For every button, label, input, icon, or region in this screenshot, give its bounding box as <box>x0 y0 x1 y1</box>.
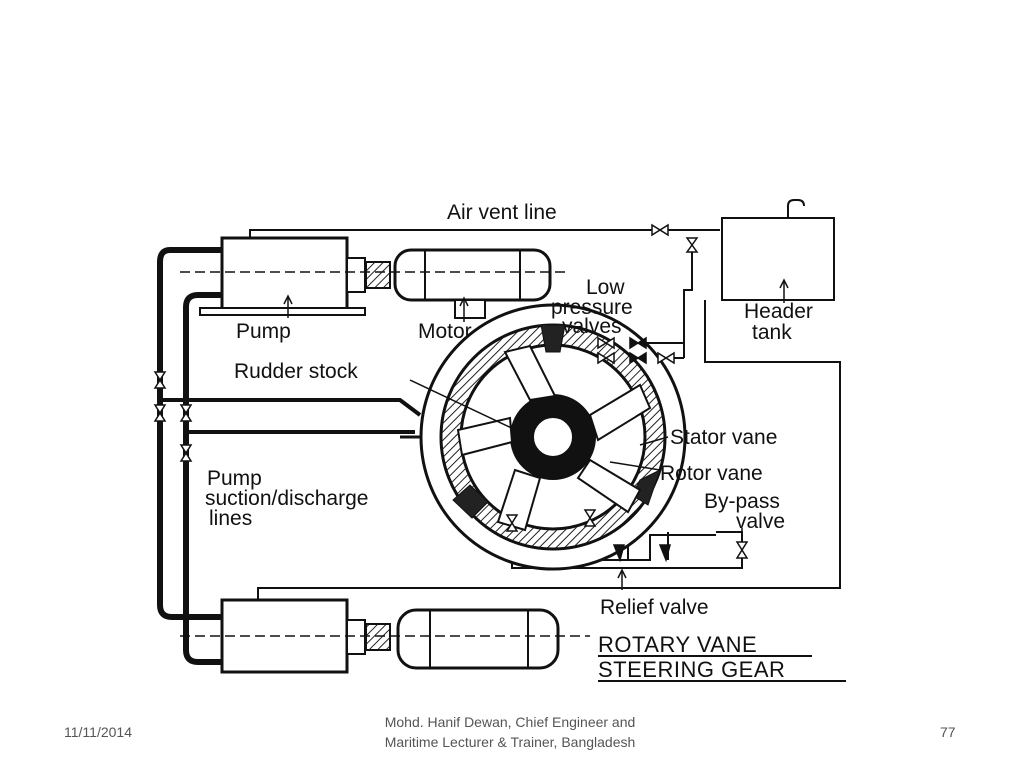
label-rotor-vane: Rotor vane <box>660 462 763 485</box>
label-motor: Motor <box>418 320 472 343</box>
footer-author: Mohd. Hanif Dewan, Chief Engineer and Ma… <box>340 712 680 752</box>
air-vent-valve <box>651 223 669 237</box>
label-bypass-2: valve <box>736 510 785 533</box>
upper-pump <box>220 236 349 312</box>
label-low-pressure-3: valves <box>562 315 622 338</box>
label-pump-lines-1: Pump <box>207 467 262 490</box>
rotary-vane-actuator <box>400 303 687 571</box>
header-feed-valve <box>685 237 699 253</box>
label-air-vent-line: Air vent line <box>447 201 557 224</box>
rotor-vanes <box>456 344 652 532</box>
label-header-tank-1: Header <box>744 300 813 323</box>
footer-author-line-2: Maritime Lecturer & Trainer, Bangladesh <box>384 734 636 750</box>
footer-author-line-1: Mohd. Hanif Dewan, Chief Engineer and <box>384 714 636 730</box>
diagram-title-2: STEERING GEAR <box>598 657 785 682</box>
stator-vanes <box>452 324 661 519</box>
lower-motor <box>396 608 560 670</box>
low-pressure-valve-2 <box>597 351 615 365</box>
upper-pump-motor-set <box>180 236 570 319</box>
upper-coupling <box>365 261 391 289</box>
low-pressure-valve-1 <box>597 336 615 350</box>
label-bypass-1: By-pass <box>704 490 780 513</box>
relief-valve-1 <box>612 544 625 563</box>
label-low-pressure-1: Low <box>586 276 625 299</box>
lower-coupling <box>365 623 391 651</box>
header-tank <box>721 217 835 301</box>
upper-motor <box>393 248 552 302</box>
label-stator-vane: Stator vane <box>670 426 777 449</box>
labels: Air vent line Pump Motor Low pressure va… <box>205 201 846 682</box>
label-rudder-stock: Rudder stock <box>234 360 358 383</box>
relief-valve-2 <box>658 544 671 563</box>
label-relief-valve: Relief valve <box>600 596 709 619</box>
label-pump: Pump <box>236 320 291 343</box>
bypass-valve <box>735 541 749 559</box>
label-pump-lines-2: suction/discharge <box>205 487 368 510</box>
lower-pump-motor-set <box>180 598 590 674</box>
valves <box>153 223 749 563</box>
label-pump-lines-3: lines <box>209 507 252 530</box>
label-low-pressure-2: pressure <box>551 296 633 319</box>
footer-page-number: 77 <box>940 724 956 740</box>
leader-lines <box>283 278 789 590</box>
footer-date: 11/11/2014 <box>64 724 132 740</box>
diagram-title-1: ROTARY VANE <box>598 632 757 657</box>
label-header-tank-2: tank <box>752 321 792 344</box>
